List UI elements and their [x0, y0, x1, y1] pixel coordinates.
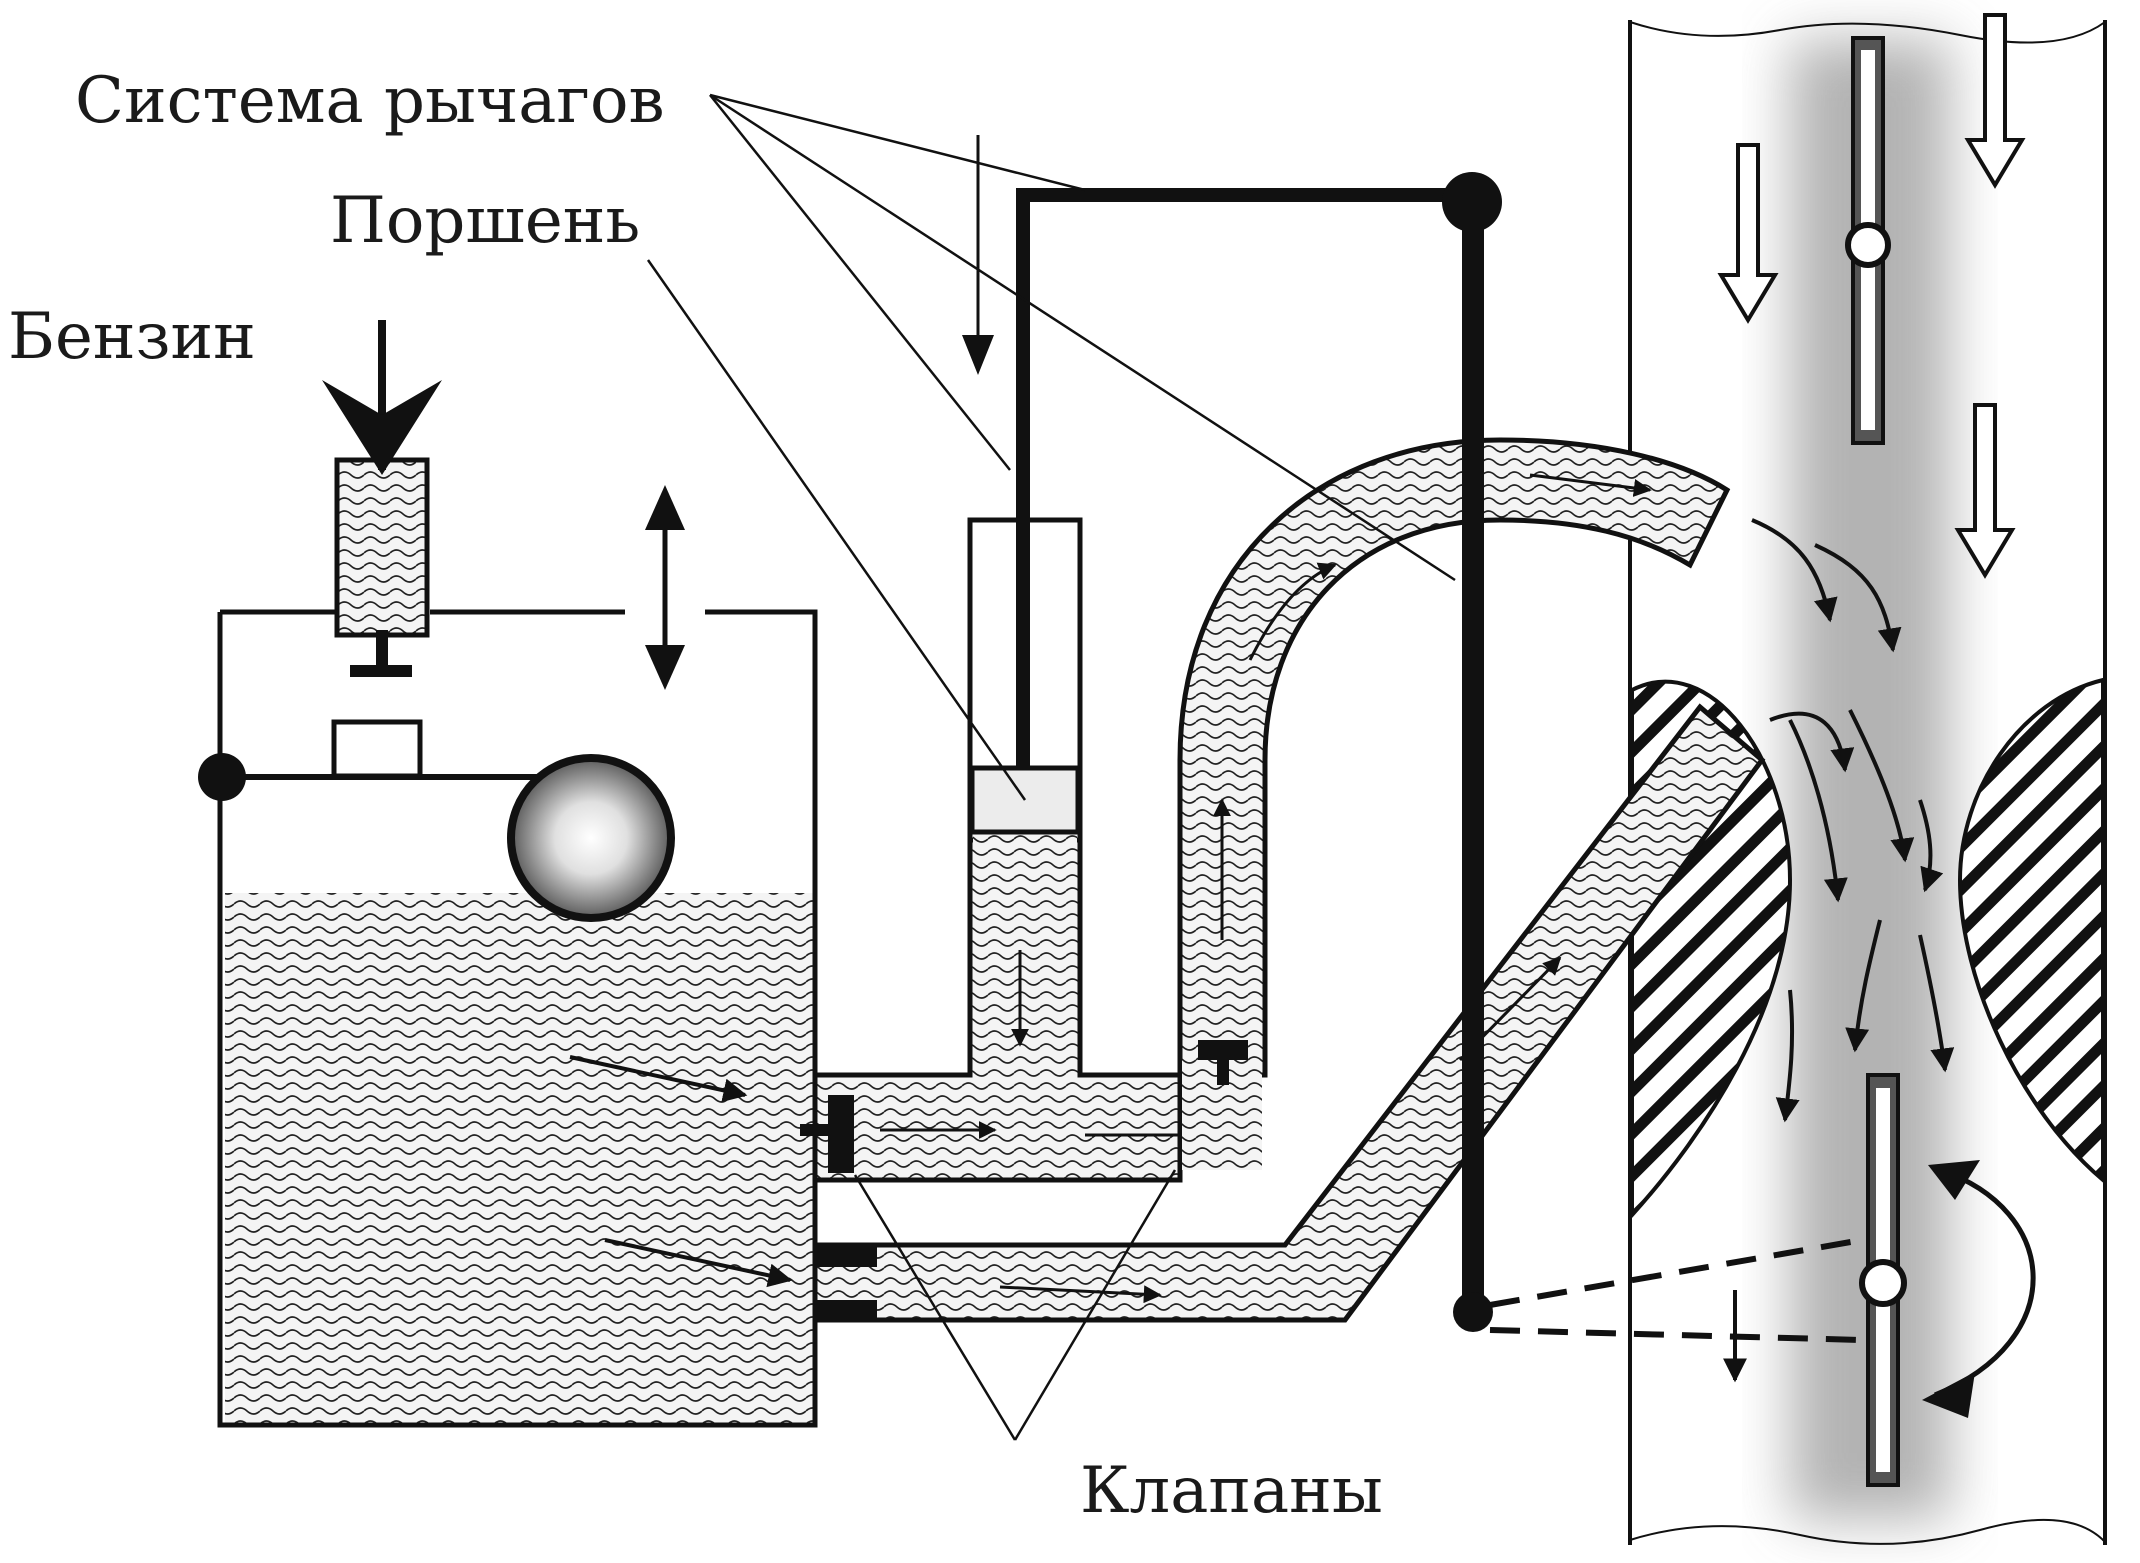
mixture-flow-arrows — [1723, 518, 1955, 1383]
accelerator-pump — [800, 135, 1202, 1183]
air-flow-arrows — [1717, 13, 2026, 579]
air-duct — [1628, 13, 2107, 1545]
pump-delivery-arc — [1177, 437, 1731, 1170]
needle-valve-stem — [376, 630, 388, 670]
label-fuel: Бензин — [8, 300, 256, 374]
label-lever-system: Система рычагов — [75, 64, 665, 138]
lower-throttle-plate — [1859, 1073, 1907, 1487]
throttle-link-dashed — [1489, 1237, 1863, 1343]
float-lever — [198, 719, 675, 922]
upper-throttle-plate — [1845, 36, 1891, 445]
lower-throttle-pivot — [1859, 1259, 1907, 1307]
float-chamber — [198, 320, 818, 1428]
vertical-link-rod — [1462, 205, 1484, 1305]
main-jet-tube — [812, 703, 1766, 1323]
throttle-rotation-arrow — [1934, 1167, 2036, 1398]
needle-valve-head — [350, 665, 412, 677]
piston-rod — [1016, 195, 1030, 770]
float-ball — [507, 754, 675, 922]
fuel-inlet — [322, 320, 442, 677]
chamber-flow-arrows — [569, 1055, 793, 1288]
main-jet-valve-top — [815, 1245, 877, 1267]
lever-bottom-pivot — [1453, 1292, 1493, 1332]
leader-lines — [646, 93, 1456, 1441]
pump-inlet-valve — [828, 1095, 854, 1173]
venturi-right — [1957, 677, 2105, 1185]
float-motion-arrow — [645, 485, 685, 690]
label-valves: Клапаны — [1080, 1454, 1383, 1528]
main-jet-valve-bottom — [815, 1300, 877, 1322]
pump-outlet-valve — [1198, 1040, 1248, 1060]
label-piston: Поршень — [330, 184, 640, 258]
lever-system — [1016, 172, 1863, 1343]
lever-top-pivot — [1442, 172, 1502, 232]
upper-throttle-pivot — [1845, 222, 1891, 268]
